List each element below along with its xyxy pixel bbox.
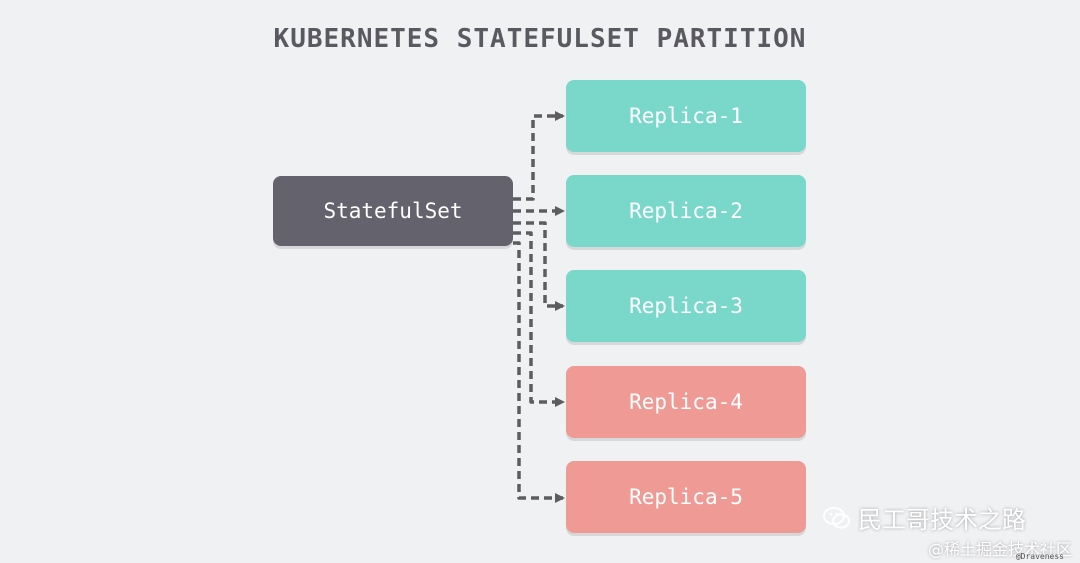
replica-3-label: Replica-3 [629,294,743,318]
author-watermark: @Draveness [1015,552,1064,561]
replica-5-node: Replica-5 [566,461,806,533]
arrow-to-replica-4 [513,231,565,407]
community-watermark: @稀土掘金技术社区 [927,540,1072,559]
wechat-icon [823,506,850,528]
replica-2-label: Replica-2 [629,199,743,223]
replica-1-node: Replica-1 [566,80,806,152]
arrow-to-replica-5 [513,241,565,503]
replica-3-node: Replica-3 [566,270,806,342]
wechat-watermark-text: 民工哥技术之路 [858,506,1026,534]
wechat-watermark: 民工哥技术之路 [822,500,1026,535]
arrow-to-replica-1 [513,111,565,201]
replica-1-label: Replica-1 [629,104,743,128]
statefulset-label: StatefulSet [323,199,463,223]
diagram-title: KUBERNETES STATEFULSET PARTITION [273,24,807,54]
arrow-to-replica-3 [513,221,565,311]
replica-5-label: Replica-5 [629,485,743,509]
replica-4-label: Replica-4 [629,390,743,414]
statefulset-node: StatefulSet [273,176,513,246]
replica-4-node: Replica-4 [566,366,806,438]
replica-2-node: Replica-2 [566,175,806,247]
